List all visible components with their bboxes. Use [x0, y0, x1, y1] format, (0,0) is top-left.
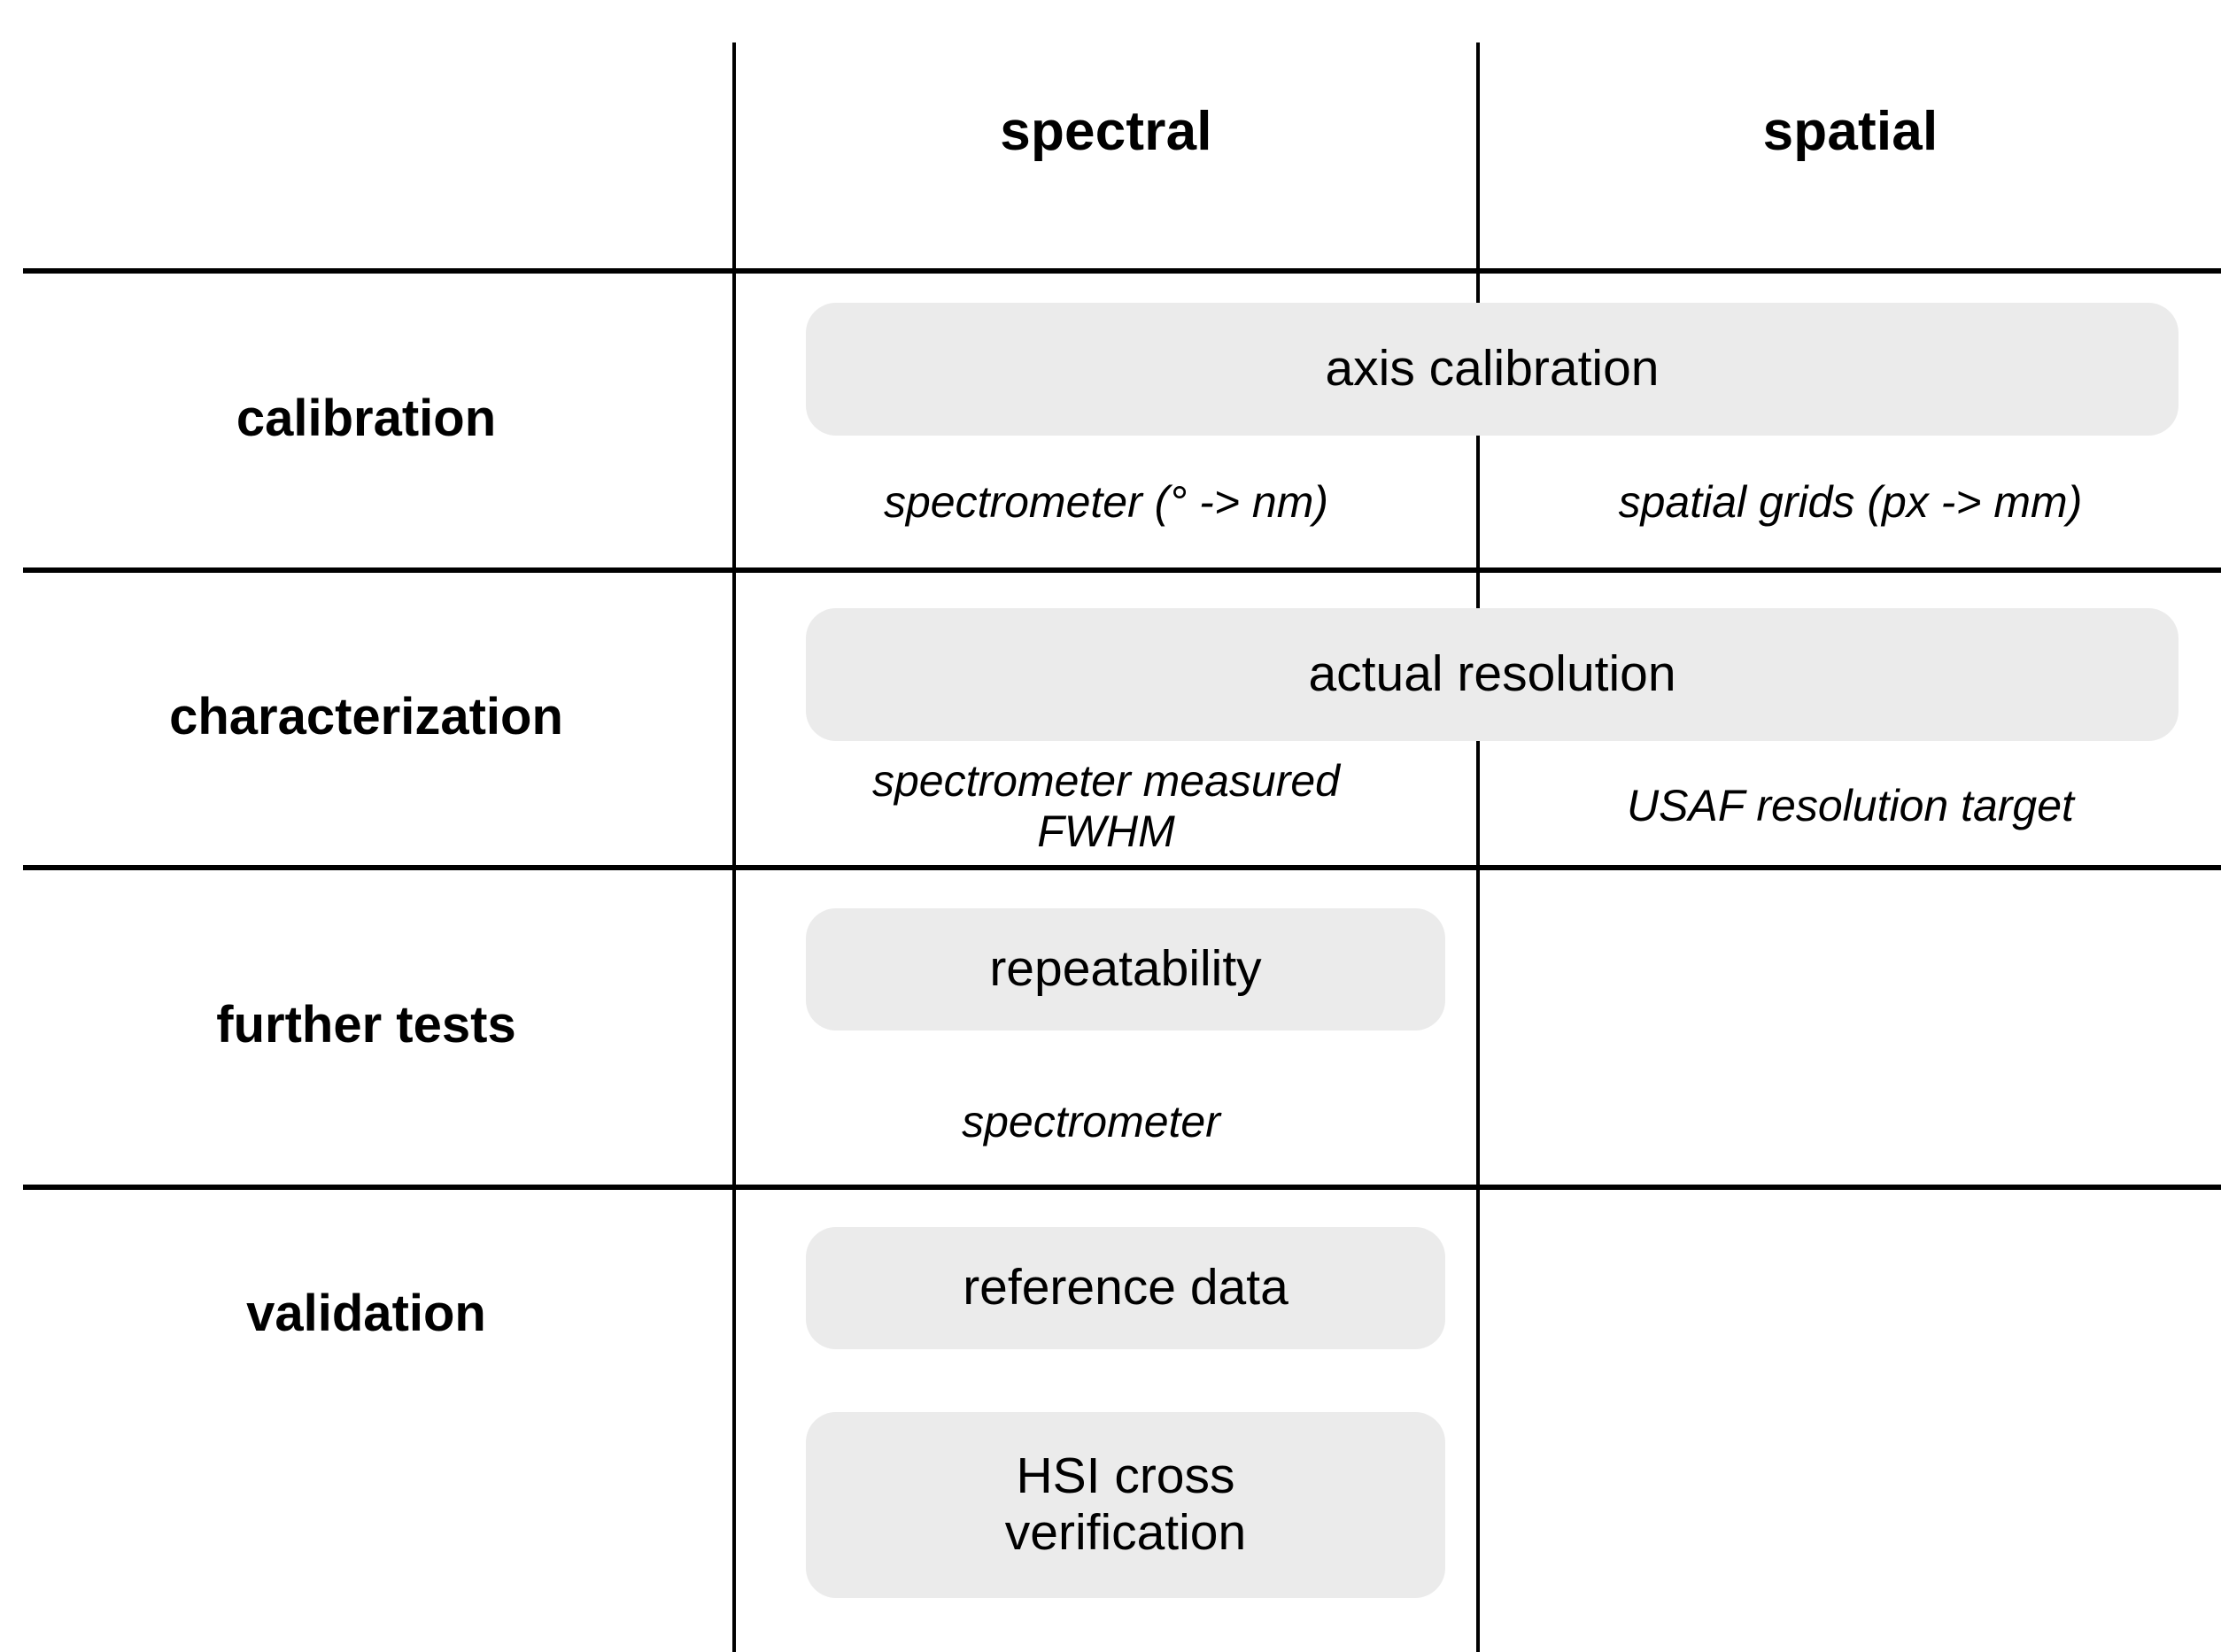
sublabel-further-tests-spectral: spectrometer: [962, 1096, 1220, 1146]
rule-below-further-tests: [23, 1185, 2221, 1190]
header-corner-blank: [0, 51, 732, 211]
row-label-further-tests: further tests: [216, 996, 516, 1054]
rule-below-header: [23, 268, 2221, 274]
pill-axis-calibration[interactable]: axis calibration: [806, 303, 2178, 436]
sublabel-calibration-spectral: spectrometer (° -> nm): [883, 476, 1329, 527]
pill-repeatability[interactable]: repeatability: [806, 908, 1445, 1031]
header-spectral: spectral: [1000, 100, 1212, 162]
pill-actual-resolution[interactable]: actual resolution: [806, 608, 2178, 741]
column-divider-label-spectral: [732, 42, 736, 1652]
row-label-calibration: calibration: [236, 389, 497, 447]
sublabel-characterization-spectral: spectrometer measured FWHM: [871, 755, 1340, 856]
pill-reference-data[interactable]: reference data: [806, 1227, 1445, 1349]
column-divider-spectral-spatial: [1476, 42, 1480, 1652]
row-label-validation: validation: [246, 1284, 486, 1342]
sublabel-further-tests-spatial: [1480, 1082, 2221, 1162]
rule-below-calibration: [23, 567, 2221, 573]
pill-hsi-cross-verification[interactable]: HSI cross verification: [806, 1412, 1445, 1598]
sublabel-characterization-spatial: USAF resolution target: [1627, 781, 2074, 830]
rule-below-characterization: [23, 865, 2221, 870]
header-spatial: spatial: [1762, 100, 1939, 162]
row-label-characterization: characterization: [169, 687, 563, 745]
sublabel-calibration-spatial: spatial grids (px -> mm): [1618, 476, 2083, 527]
